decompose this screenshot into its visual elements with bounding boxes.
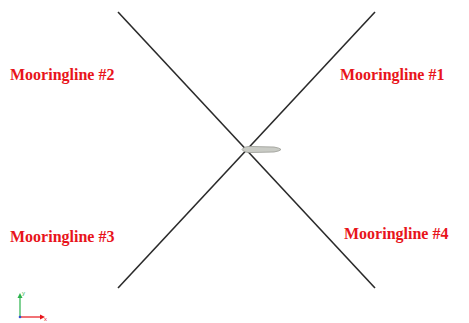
mooring-line [118,12,375,288]
mooring-label: Mooringline #1 [340,66,444,84]
mooring-label: Mooringline #4 [344,225,448,243]
y-arrow [18,293,23,298]
axis-origin [19,316,22,319]
y-axis [19,296,20,317]
mooring-label: Mooringline #2 [10,66,114,84]
axis-letter: y [22,290,25,296]
mooring-label: Mooringline #3 [10,228,114,246]
vessel-hull [242,146,281,152]
axis-letter: x [44,316,47,322]
mooring-line [118,12,375,288]
x-axis [20,316,42,317]
